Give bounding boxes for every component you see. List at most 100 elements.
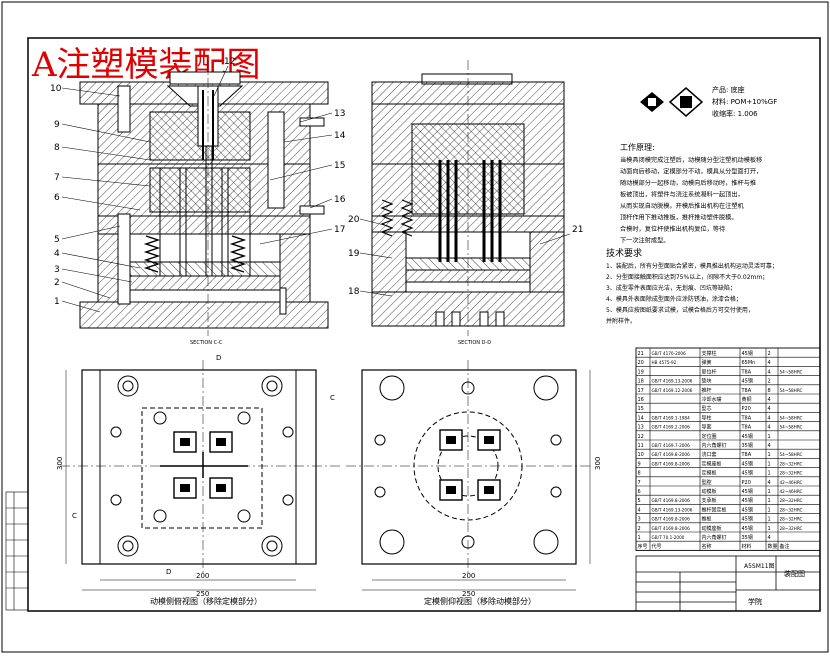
bom-cell-qty: 4 (768, 535, 771, 541)
bom-cell-name: 内六角螺钉 (702, 534, 727, 541)
dim-300-left: 300 (56, 457, 64, 470)
section-view-right (371, 60, 565, 336)
bom-header-std: 代号 (652, 543, 662, 550)
plan-view-right (346, 360, 591, 591)
bom-cell-mat: 35钢 (742, 534, 753, 541)
inner-border (27, 37, 821, 612)
tech-req-heading: 技术要求 (606, 247, 642, 259)
callout-19: 19 (348, 249, 360, 259)
bom-cell-name: 支撑柱 (702, 350, 717, 357)
bom-cell-mat: 黄铜 (742, 396, 752, 403)
tech-req-line: 5、模具应按图纸要求试模，试模合格后方可交付使用， (606, 306, 754, 314)
bom-cell-qty: 8 (768, 388, 771, 394)
bom-cell-mat: 45钢 (742, 470, 753, 477)
callout-4: 4 (54, 249, 60, 259)
drawing-name: 装配图 (784, 569, 805, 578)
bom-cell-mat: 45钢 (742, 460, 753, 467)
bom-cell-no: 17 (638, 388, 644, 394)
bom-cell-no: 20 (638, 360, 644, 366)
bom-cell-std: GB/T 4169.1-1984 (652, 415, 691, 420)
product-name: 产品: 底座 (712, 85, 745, 94)
dim-200-right: 200 (462, 572, 475, 580)
callout-12: 12 (224, 57, 235, 67)
bom-cell-name: 导套 (702, 424, 712, 431)
bom-cell-mat: 45钢 (742, 506, 753, 513)
work-process-line: 下一次注射成型。 (620, 237, 670, 245)
bom-cell-no: 1 (638, 535, 641, 541)
bom-header-no: 序号 (638, 543, 648, 550)
view-caption-right: 定模侧仰视图（移除动模部分） (424, 596, 536, 606)
tech-req-line: 并附样件。 (606, 317, 636, 325)
bom-cell-note: 54~58HRC (780, 452, 803, 457)
bom-header-name: 名称 (702, 543, 712, 550)
callouts-right: 18 19 20 21 (348, 215, 583, 297)
revision-strip (5, 491, 29, 611)
bom-cell-mat: 45钢 (742, 488, 753, 495)
callout-20: 20 (348, 215, 360, 225)
cut-d-top-left: D (216, 354, 221, 362)
bom-cell-std: GB/T 4169.2-2006 (652, 425, 691, 430)
bom-cell-qty: 2 (768, 379, 771, 385)
bom-cell-qty: 1 (768, 498, 771, 504)
bom-cell-qty: 1 (768, 489, 771, 495)
bom-cell-qty: 4 (768, 415, 771, 421)
work-process-line: 板被顶出，将塑件与浇注系统凝料一起顶出， (620, 191, 744, 199)
bom-cell-std: GB/T 4169.8-2006 (652, 452, 691, 457)
bom-cell-note: 54~58HRC (780, 388, 803, 393)
view-caption-left: 动模侧俯视图（移除定模部分） (150, 596, 262, 606)
bom-cell-qty: 1 (768, 507, 771, 513)
work-process-line: 合模时，复位杆使推出机构复位，等待 (620, 225, 725, 233)
bom-cell-mat: T8A (741, 369, 752, 375)
bom-cell-qty: 4 (768, 360, 771, 366)
bom-cell-name: 型芯 (702, 405, 712, 412)
bom-cell-name: 垫块 (702, 378, 712, 385)
bom-cell-no: 2 (638, 526, 641, 532)
bom-cell-no: 15 (638, 406, 644, 412)
product-shrink: 收缩率: 1.006 (712, 109, 758, 118)
bom-cell-no: 9 (638, 461, 641, 467)
tech-requirements-text: 1、装配后，所有分型面贴合紧密，模具推出机构运动灵活可靠；2、分型面接触面积应达… (606, 262, 778, 325)
bom-cell-no: 4 (638, 507, 641, 513)
callout-9: 9 (54, 120, 60, 130)
callout-2: 2 (54, 278, 60, 288)
callout-16: 16 (334, 195, 346, 205)
bom-cell-no: 11 (638, 443, 644, 449)
bom-cell-mat: P20 (742, 406, 751, 412)
bom-header-mat: 材料 (742, 543, 752, 550)
bom-cell-note: 28~32HRC (780, 517, 803, 522)
bom-cell-name: 型腔 (702, 479, 712, 486)
bom-cell-mat: P20 (742, 480, 751, 486)
work-process-line: 随动模部分一起移动，动模向后移动时，推杆与推 (620, 179, 756, 187)
bom-cell-qty: 4 (768, 406, 771, 412)
callout-14: 14 (334, 131, 346, 141)
work-process-line: 动面向后移动，定模部分不动，模具从分型面打开， (620, 168, 762, 176)
section-label-right: SECTION D-D (458, 340, 491, 346)
bom-cell-std: GB/T 4169.8-2006 (652, 498, 691, 503)
bom-cell-name: 动模座板 (702, 525, 722, 532)
bom-cell-qty: 1 (768, 471, 771, 477)
bom-header-qty: 数量 (768, 543, 778, 550)
bom-cell-std: GB/T 4170-2006 (652, 351, 687, 356)
bom-cell-no: 14 (638, 415, 644, 421)
bom-cell-note: 28~32HRC (780, 507, 803, 512)
bom-cell-mat: 45钢 (742, 497, 753, 504)
callout-7: 7 (54, 173, 60, 183)
bom-cell-no: 21 (638, 351, 644, 357)
bom-cell-std: GB/T 4169.8-2006 (652, 517, 691, 522)
callout-18: 18 (348, 287, 360, 297)
bom-cell-name: 支承板 (702, 497, 717, 504)
bom-cell-note: 28~32HRC (780, 526, 803, 531)
callout-8: 8 (54, 143, 60, 153)
work-process-text: 当模具闭模完成注塑后，动模随分型注塑机动模板移动面向后移动，定模部分不动，模具从… (620, 156, 762, 245)
bom-cell-no: 3 (638, 517, 641, 523)
bom-cell-note: 42~46HRC (780, 489, 803, 494)
work-process-line: 从而实现自动脱模。开模后推出机构在注塑机 (620, 202, 745, 210)
product-material: 材料: POM+10%GF (712, 97, 777, 106)
dim-250-right: 250 (462, 590, 475, 598)
bom-cell-note: 28~32HRC (780, 461, 803, 466)
tech-req-line: 3、成型零件表面应光洁，无划痕、凹坑等缺陷； (606, 284, 736, 292)
bom-cell-std: GB/T 4169.8-2006 (652, 461, 691, 466)
callout-15: 15 (334, 161, 345, 171)
